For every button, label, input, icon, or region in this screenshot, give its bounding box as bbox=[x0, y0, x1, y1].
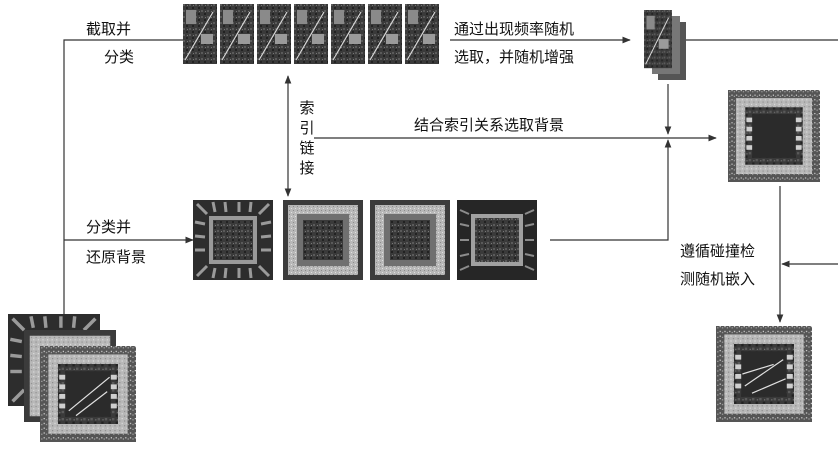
connector-lines bbox=[63, 36, 838, 442]
crop-thumbnails bbox=[182, 3, 440, 65]
index-link-char-2: 引 bbox=[299, 119, 315, 137]
classify-restore-label-2: 还原背景 bbox=[86, 248, 147, 266]
background-chip-4 bbox=[456, 199, 538, 281]
random-enhance-label-1: 通过出现频率随机 bbox=[454, 20, 575, 38]
background-chip-3 bbox=[370, 200, 450, 280]
composed-chip-image bbox=[728, 90, 820, 182]
random-enhance-label-2: 选取，并随机增强 bbox=[454, 48, 575, 66]
collision-embed-label-2: 测随机嵌入 bbox=[680, 270, 756, 288]
classify-restore-label-1: 分类并 bbox=[86, 218, 132, 236]
background-chip-2 bbox=[283, 200, 363, 280]
input-defect-chip-stack bbox=[6, 312, 136, 442]
crop-classify-label-1: 截取并 bbox=[86, 20, 132, 38]
crop-classify-label-2: 分类 bbox=[104, 48, 135, 66]
index-link-char-1: 索 bbox=[299, 99, 315, 117]
index-link-char-4: 接 bbox=[299, 159, 315, 177]
index-link-char-3: 链 bbox=[299, 139, 315, 157]
augmented-defect-stack bbox=[643, 9, 686, 80]
output-chip-image bbox=[716, 326, 812, 422]
collision-embed-label-1: 遵循碰撞检 bbox=[680, 242, 756, 260]
background-chip-1 bbox=[191, 198, 275, 282]
background-chips bbox=[191, 198, 538, 282]
combine-background-label: 结合索引关系选取背景 bbox=[414, 116, 565, 134]
